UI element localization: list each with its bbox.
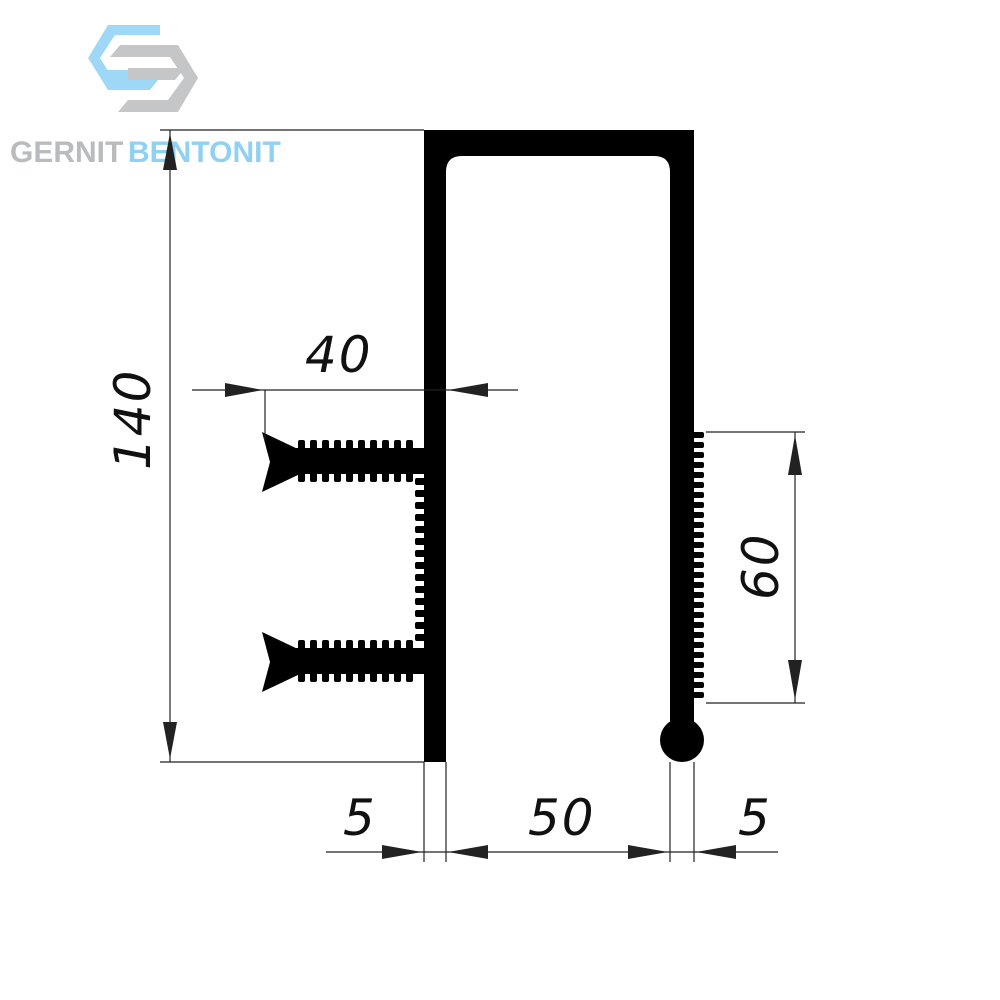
dimension-label-40: 40: [305, 326, 373, 384]
upper-anchor-flange: [262, 432, 425, 492]
brand-logo: GERNIT BENTONIT: [10, 25, 281, 169]
left-wall-ribs: [415, 478, 427, 641]
dimension-label-60: 60: [732, 532, 790, 600]
lower-anchor-flange: [262, 632, 425, 692]
right-wall-ribs: [690, 432, 704, 698]
profile-body: [424, 130, 694, 762]
dimension-bottom-chain: 5 50 5: [326, 762, 778, 862]
dimension-flange-40: 40: [192, 326, 518, 440]
profile-bulb: [660, 718, 704, 762]
dimension-label-gap: 50: [528, 789, 596, 847]
dimension-ribs-60: 60: [706, 431, 805, 704]
hexagon-s-logo-icon: [88, 25, 198, 112]
dimension-label-140: 140: [104, 369, 162, 470]
logo-word-gernit: GERNIT: [10, 136, 123, 169]
dimension-label-right-wall: 5: [738, 789, 772, 847]
dimension-label-left-wall: 5: [343, 789, 377, 847]
logo-word-bentonit: BENTONIT: [128, 136, 281, 169]
dimension-height-140: 140: [104, 129, 424, 763]
waterstop-profile: [262, 130, 704, 762]
